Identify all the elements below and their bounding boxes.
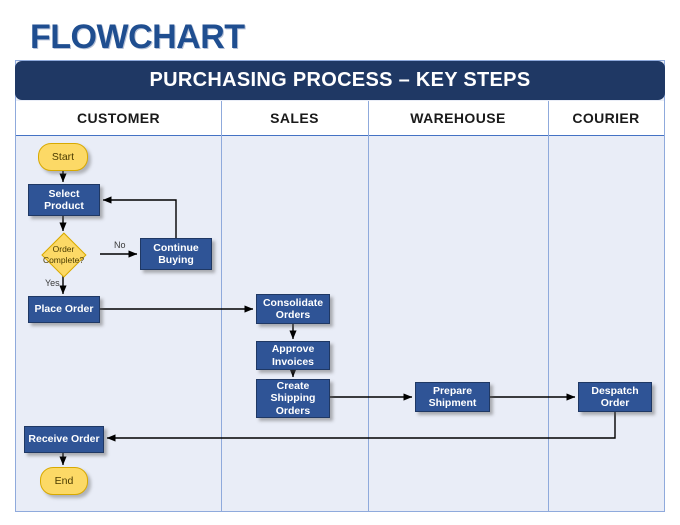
flow-node-place[interactable]: Place Order — [28, 296, 100, 323]
column-header-customer: CUSTOMER — [76, 110, 161, 126]
edge-continue-select — [102, 196, 177, 238]
flow-node-start[interactable]: Start — [38, 143, 88, 171]
column-header-row — [16, 101, 664, 136]
flow-node-receive[interactable]: Receive Order — [24, 426, 104, 453]
edge-label-no-label: No — [114, 240, 126, 250]
flow-node-label-start: Start — [51, 150, 75, 163]
column-header-sales: SALES — [270, 110, 319, 126]
column-divider-3 — [548, 101, 549, 512]
flow-node-label-end: End — [54, 474, 74, 487]
column-header-courier: COURIER — [572, 110, 640, 126]
column-divider-2 — [368, 101, 369, 512]
edge-despatch-receive — [106, 412, 616, 442]
banner: PURCHASING PROCESS – KEY STEPS — [15, 61, 665, 100]
page-title: FLOWCHART — [30, 18, 245, 56]
flow-node-label-receive: Receive Order — [28, 433, 100, 446]
flow-node-end[interactable]: End — [40, 467, 88, 495]
banner-title: PURCHASING PROCESS – KEY STEPS — [149, 69, 531, 91]
edge-label-yes-label: Yes — [45, 278, 60, 288]
column-header-warehouse: WAREHOUSE — [410, 110, 506, 126]
column-divider-1 — [221, 101, 222, 512]
flow-node-label-place: Place Order — [34, 303, 94, 316]
